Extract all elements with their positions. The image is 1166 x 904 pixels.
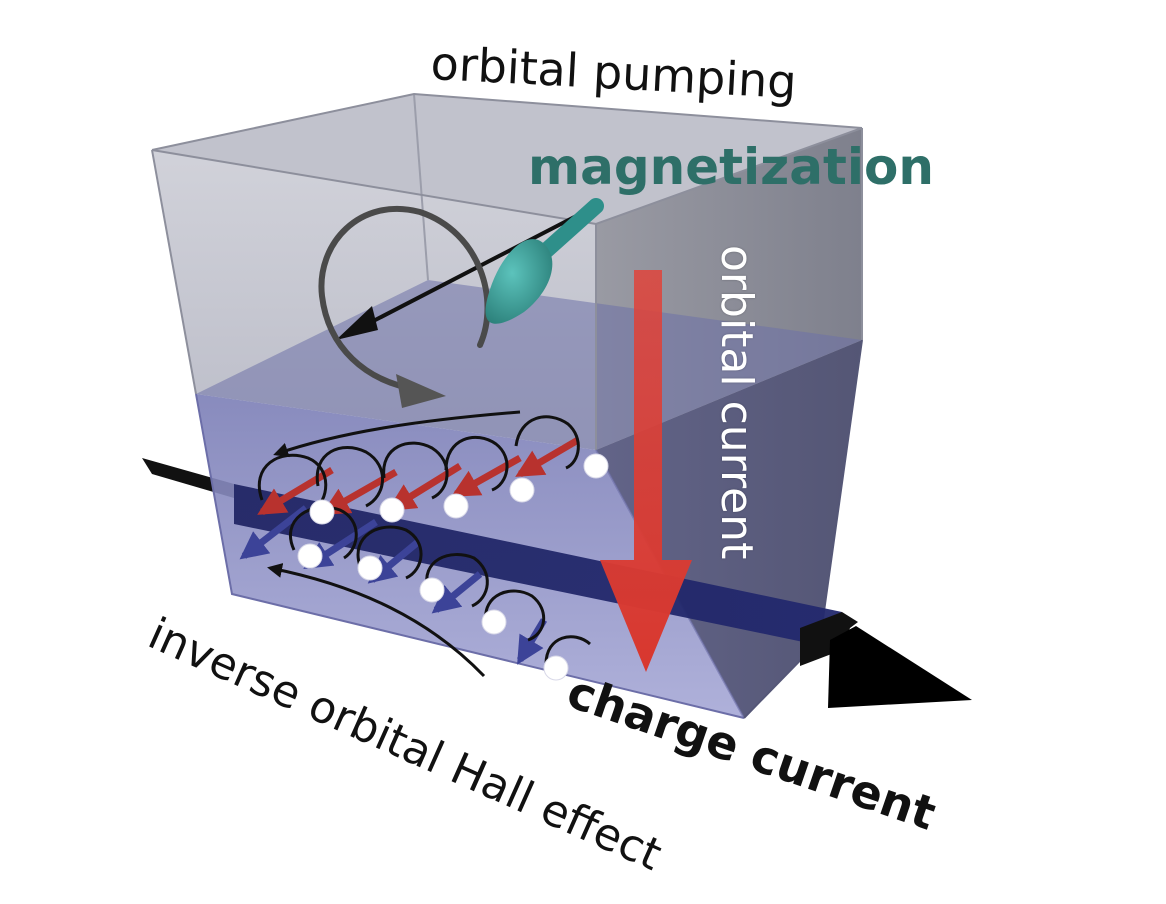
- charge-current-arrow: [800, 612, 972, 708]
- current-band: [234, 484, 842, 650]
- precession-arrowhead-icon: [396, 374, 446, 408]
- precession-loop-icon: [318, 205, 491, 393]
- electron-icon: [509, 477, 535, 503]
- electron-icon: [379, 497, 405, 523]
- upper-layer-box: [151, 92, 863, 450]
- electron-icon: [419, 577, 445, 603]
- electron-icon: [309, 499, 335, 525]
- magnetization-label: magnetization: [528, 138, 935, 196]
- electron-icon: [583, 453, 609, 479]
- electron-icon: [443, 493, 469, 519]
- electron-icon: [297, 543, 323, 569]
- orbital-current-arrow: [600, 270, 692, 672]
- electron-icon: [481, 609, 507, 635]
- magnetization-arrowhead-icon: [485, 239, 553, 324]
- magnetization-precession: [318, 198, 604, 408]
- electron-icon: [543, 655, 569, 681]
- charge-current-arrow-tail: [142, 458, 234, 498]
- axis-arrowhead-icon: [336, 306, 378, 340]
- electron-icon: [357, 555, 383, 581]
- orbital-current-label: orbital current: [711, 245, 762, 560]
- inverse-orbital-hall-detail: [239, 410, 609, 681]
